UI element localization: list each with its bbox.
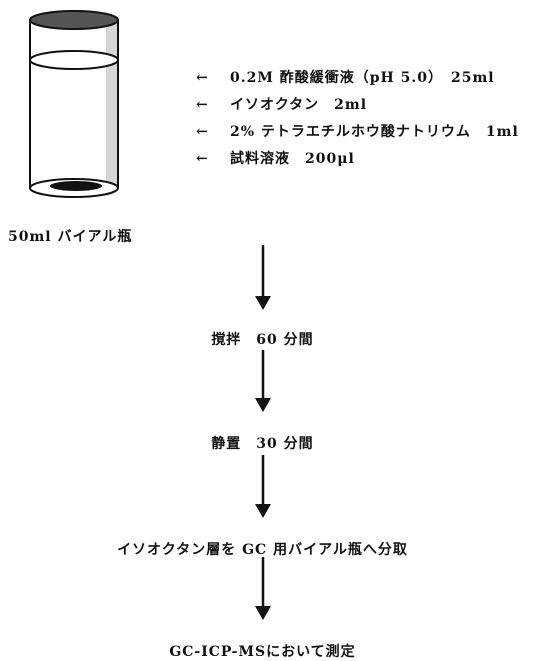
reagent-text: 試料溶液 200μl	[230, 151, 355, 167]
reagent-row-isooctane: ← イソオクタン 2ml	[196, 94, 367, 114]
vial-sediment	[50, 181, 102, 191]
step-settle: 静置 30 分間	[211, 436, 314, 452]
left-arrow-icon: ←	[196, 70, 209, 86]
vial-shadow	[106, 20, 118, 196]
left-arrow-icon: ←	[196, 97, 209, 113]
reagent-text: イソオクタン 2ml	[230, 97, 368, 113]
reagent-text: 0.2M 酢酸緩衝液（pH 5.0） 25ml	[230, 70, 495, 86]
flow-arrow-2	[255, 350, 271, 412]
reagent-row-derivatizer: ← 2% テトラエチルホウ酸ナトリウム 1ml	[196, 121, 519, 141]
flow-arrow-1	[255, 245, 271, 310]
step-transfer: イソオクタン層を GC 用バイアル瓶へ分取	[117, 542, 408, 558]
vial-icon	[29, 10, 119, 198]
reagent-text: 2% テトラエチルホウ酸ナトリウム 1ml	[230, 124, 519, 140]
flow-arrow-4	[255, 557, 271, 620]
left-arrow-icon: ←	[196, 151, 209, 167]
reagent-row-sample: ← 試料溶液 200μl	[196, 148, 355, 168]
left-arrow-icon: ←	[196, 124, 209, 140]
vial-liquid-surface	[29, 50, 119, 70]
step-stir: 撹拌 60 分間	[211, 332, 314, 348]
reagent-row-buffer: ← 0.2M 酢酸緩衝液（pH 5.0） 25ml	[196, 67, 495, 87]
flow-arrow-3	[255, 455, 271, 518]
vial-label: 50ml バイアル瓶	[8, 229, 133, 245]
vial-rim	[29, 10, 119, 30]
step-measure: GC-ICP-MSにおいて測定	[169, 644, 356, 660]
